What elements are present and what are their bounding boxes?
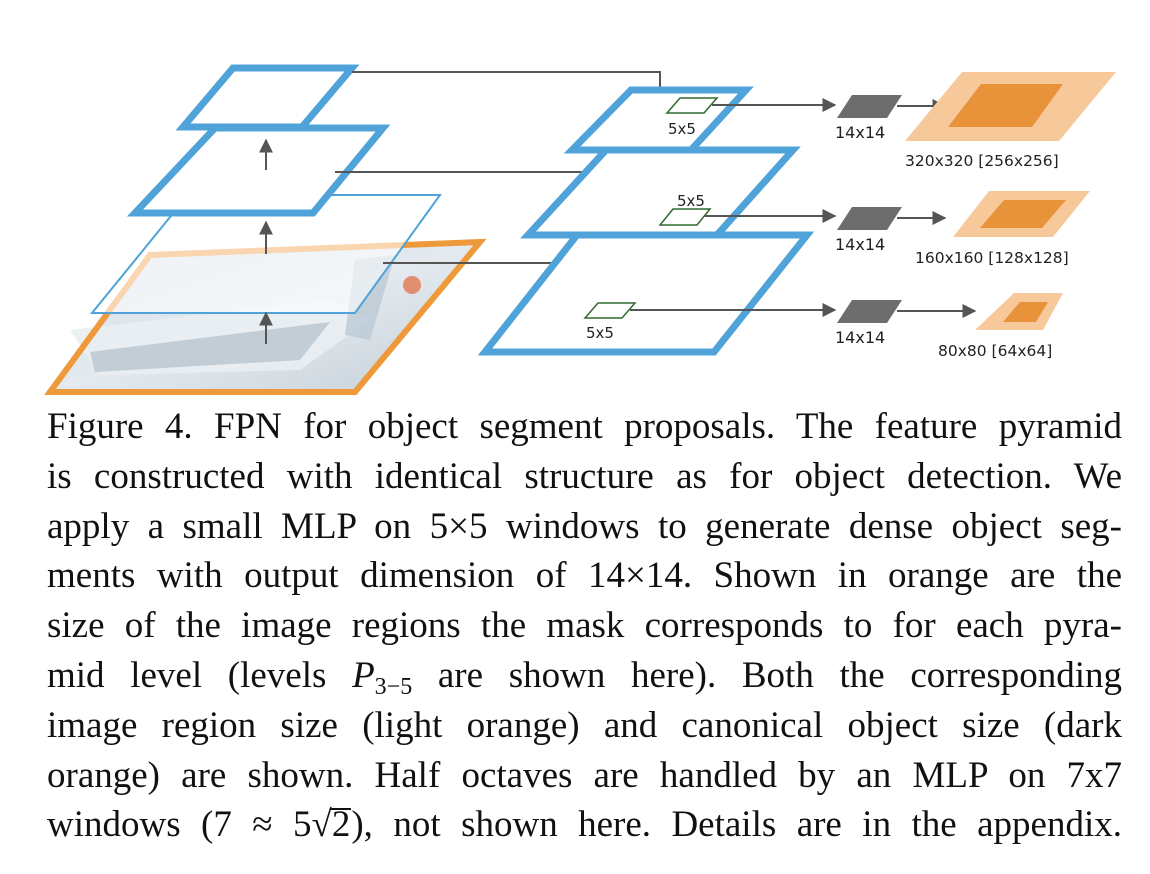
window-label: 5x5: [586, 324, 614, 342]
bottom-up-level-2: [126, 124, 391, 217]
caption-line: orange) are shown. Half octaves are hand…: [47, 754, 1122, 796]
caption-line: image region size (light orange) and can…: [47, 704, 1122, 746]
caption-line: apply a small MLP on 5×5 windows to gene…: [47, 505, 1122, 547]
image-region: [905, 72, 1116, 330]
mask-label: 14x14: [835, 123, 885, 142]
window-label: 5x5: [668, 120, 696, 138]
caption-line: ments with output dimension of 14×14. Sh…: [47, 555, 1122, 597]
region-label: 80x80 [64x64]: [938, 342, 1052, 360]
bottom-up-level-1: [175, 64, 360, 131]
mlp-arrow: [630, 98, 837, 317]
region-label: 160x160 [128x128]: [915, 249, 1069, 267]
mask-output: [837, 95, 902, 323]
caption-line: mid level (levels P3−5 are shown here). …: [47, 654, 1122, 700]
caption-line: Figure 4. FPN for object segment proposa…: [47, 406, 1122, 447]
top-down-level-3: [477, 231, 815, 356]
mlp-window: [583, 97, 719, 319]
top-down-level-2: [520, 146, 801, 239]
mask-label: 14x14: [835, 328, 885, 347]
region-label: 320x320 [256x256]: [905, 152, 1059, 170]
figure-caption: Figure 4. FPN for object segment proposa…: [47, 402, 1122, 850]
fpn-segment-proposal-diagram: 5x5 5x5 5x5 14x14 14x14 14x14 320x320 [2…: [44, 64, 1116, 395]
window-label: 5x5: [677, 192, 705, 210]
top-down-level-1: [563, 86, 754, 154]
mask-label: 14x14: [835, 235, 885, 254]
caption-line: is constructed with identical structure …: [47, 455, 1122, 497]
caption-line: size of the image regions the mask corre…: [47, 605, 1122, 647]
caption-line: windows (7 ≈ 5√2), not shown here. Detai…: [47, 804, 1123, 846]
